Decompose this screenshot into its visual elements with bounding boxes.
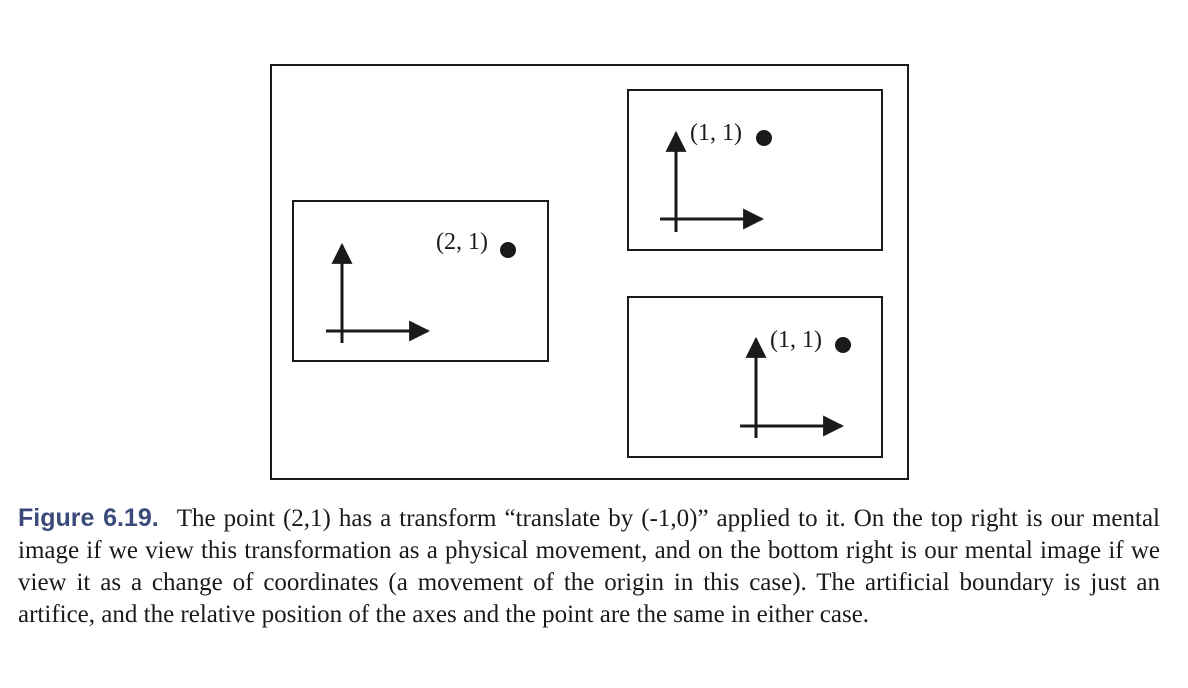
panel-frame	[292, 200, 549, 362]
point-dot	[500, 242, 516, 258]
panel-original: (2, 1)	[292, 200, 549, 362]
point-dot	[835, 337, 851, 353]
point-label: (2, 1)	[436, 229, 488, 255]
panel-frame	[627, 89, 883, 251]
point-label: (1, 1)	[690, 120, 742, 146]
panel-physical-movement: (1, 1)	[627, 89, 883, 251]
figure-caption: Figure 6.19.The point (2,1) has a transf…	[18, 502, 1160, 631]
panel-frame	[627, 296, 883, 458]
point-dot	[756, 130, 772, 146]
panel-change-of-coordinates: (1, 1)	[627, 296, 883, 458]
figure-number: Figure 6.19.	[18, 504, 159, 532]
point-label: (1, 1)	[770, 327, 822, 353]
outer-boundary	[270, 64, 909, 480]
figure-diagram: (2, 1) (1, 1) (1, 1)	[270, 64, 909, 480]
caption-text: The point (2,1) has a transform “transla…	[18, 505, 1160, 628]
